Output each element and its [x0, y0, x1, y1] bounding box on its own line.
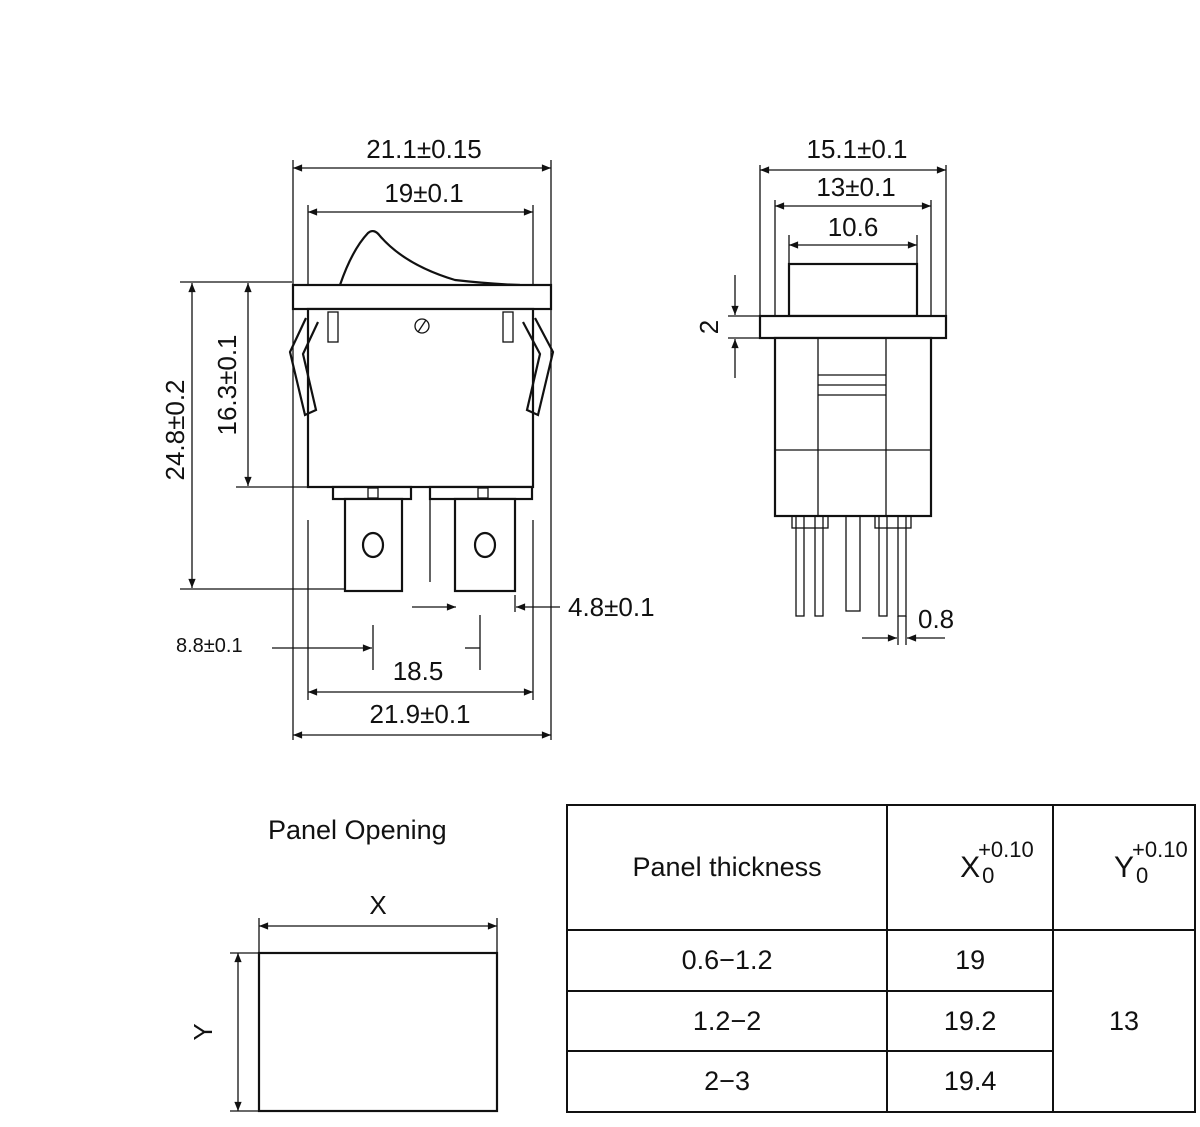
side-view: 15.1±0.1 13±0.1 10.6 2 0.8: [694, 134, 954, 645]
right-clip: [522, 317, 555, 417]
dim-body-height: 16.3±0.1: [212, 334, 242, 435]
dim-side-overall: 15.1±0.1: [806, 134, 907, 164]
rocker-actuator: [338, 229, 521, 287]
cell-x: 19.4: [886, 1050, 1055, 1113]
cell-x: 19.2: [886, 989, 1055, 1053]
header-x-letter: X: [960, 850, 981, 884]
table-row: 0.6−1.2 19 13: [565, 929, 1196, 1113]
header-x-tol-upper: +0.10: [978, 836, 1034, 862]
dim-side-mid: 13±0.1: [816, 172, 895, 202]
cell-y: 13: [1052, 929, 1196, 1113]
cell-thickness: 2−3: [565, 1050, 889, 1113]
cell-thickness: 1.2−2: [565, 989, 889, 1053]
dim-terminal-width: 4.8±0.1: [568, 592, 655, 622]
dim-span: 18.5: [393, 656, 444, 686]
dim-overall-height: 24.8±0.2: [160, 379, 190, 480]
panel-opening-rect: [257, 951, 499, 1113]
front-view: 21.1±0.15 19±0.1 24.8±0.2 16.3±0.1 4.8±0…: [160, 134, 655, 740]
dim-side-actuator: 10.6: [828, 212, 879, 242]
side-body: [773, 336, 933, 518]
header-y-tol-upper: +0.10: [1132, 836, 1188, 862]
dim-terminal-pitch: 8.8±0.1: [176, 635, 243, 657]
cell-thickness: 0.6−1.2: [565, 929, 889, 992]
header-panel-thickness: Panel thickness: [565, 803, 889, 932]
center-mark: [414, 318, 430, 334]
left-post: [327, 311, 339, 343]
left-terminal: [331, 485, 413, 593]
dim-pin-thickness: 0.8: [918, 604, 954, 634]
switch-body: [306, 307, 535, 489]
panel-y-label: Y: [188, 1023, 218, 1040]
dim-overall-width: 21.1±0.15: [366, 134, 481, 164]
side-actuator: [787, 262, 919, 318]
right-terminal: [428, 485, 534, 593]
header-y-letter: Y: [1114, 850, 1135, 884]
right-post: [502, 311, 514, 343]
header-x-tol-lower: 0: [982, 862, 995, 888]
dim-bottom-width: 21.9±0.1: [369, 699, 470, 729]
side-pins: [791, 515, 912, 617]
panel-x-label: X: [369, 890, 386, 920]
flange: [291, 283, 553, 311]
dim-flange-thickness: 2: [694, 320, 724, 334]
panel-opening-diagram: X Y: [188, 890, 499, 1113]
panel-opening-title: Panel Opening: [268, 815, 447, 845]
table-row: 2−3 19.4: [565, 1050, 1195, 1113]
side-flange: [758, 314, 948, 340]
dim-inner-width: 19±0.1: [384, 178, 463, 208]
header-y-tol-lower: 0: [1136, 862, 1149, 888]
table-row: 1.2−2 19.2: [565, 989, 1195, 1053]
cell-x: 19: [886, 929, 1055, 992]
